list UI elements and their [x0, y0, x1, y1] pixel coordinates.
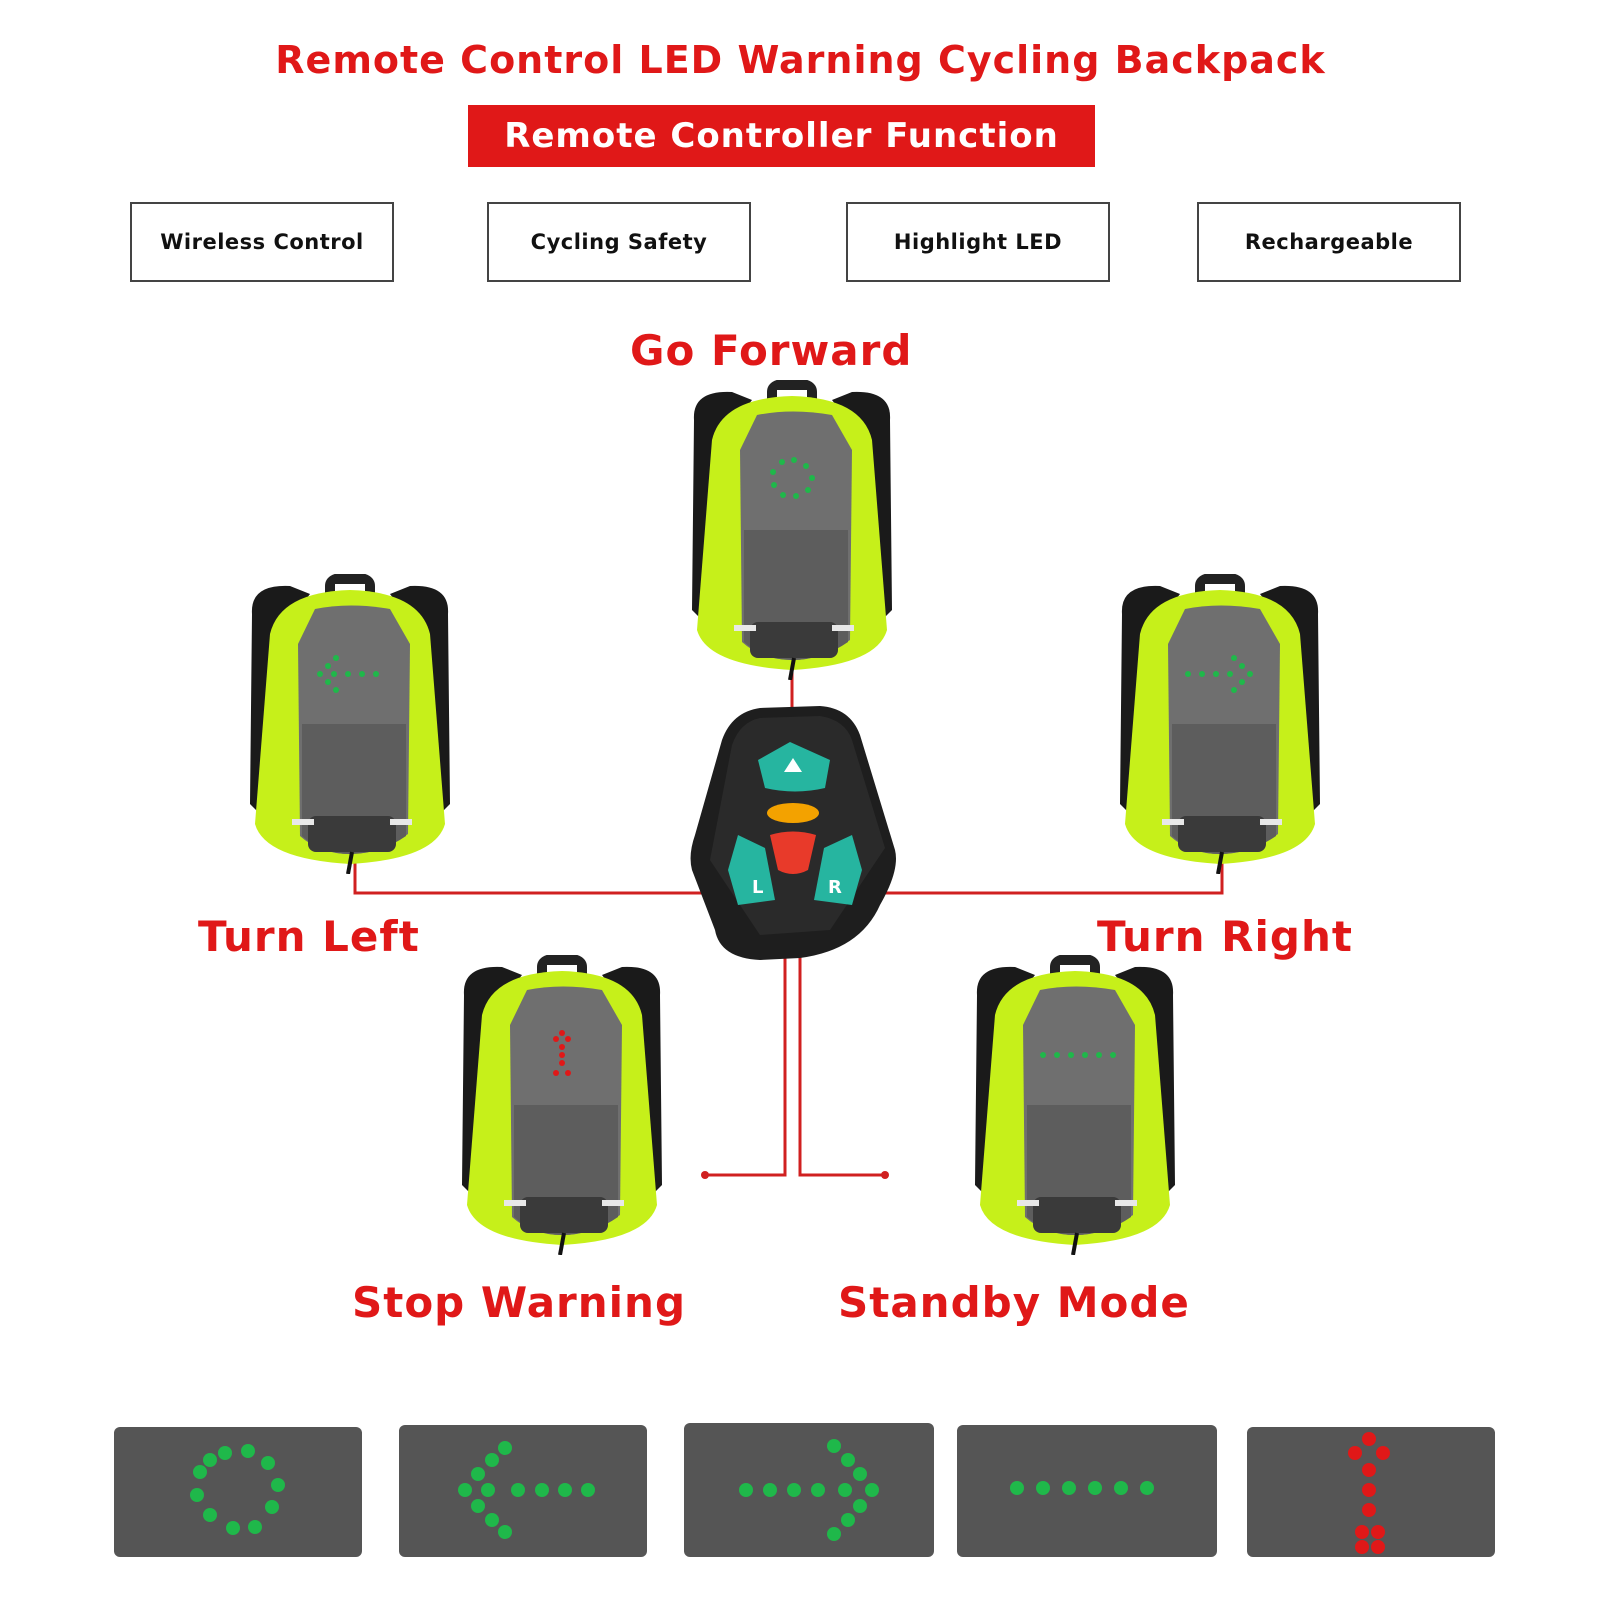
feature-wireless-control: Wireless Control	[130, 202, 394, 282]
feature-rechargeable: Rechargeable	[1197, 202, 1461, 282]
label-turn-left: Turn Left	[198, 912, 420, 961]
backpack-stop-warning	[442, 955, 682, 1255]
led-right-arrow-icon	[1185, 655, 1253, 693]
section-banner: Remote Controller Function	[468, 105, 1095, 167]
backpack-turn-right	[1100, 574, 1340, 874]
label-go-forward: Go Forward	[630, 326, 913, 375]
led-stop-icon	[553, 1030, 571, 1076]
led-circle-icon	[770, 457, 815, 499]
led-standby-icon	[1040, 1052, 1116, 1058]
backpack-turn-left	[230, 574, 470, 874]
label-stop-warning: Stop Warning	[352, 1278, 687, 1327]
page-title: Remote Control LED Warning Cycling Backp…	[275, 38, 1326, 82]
label-standby-mode: Standby Mode	[838, 1278, 1190, 1327]
label-turn-right: Turn Right	[1097, 912, 1353, 961]
backpack-go-forward	[672, 380, 912, 680]
feature-highlight-led: Highlight LED	[846, 202, 1110, 282]
feature-cycling-safety: Cycling Safety	[487, 202, 751, 282]
backpack-standby-mode	[955, 955, 1195, 1255]
led-left-arrow-icon	[317, 655, 379, 693]
